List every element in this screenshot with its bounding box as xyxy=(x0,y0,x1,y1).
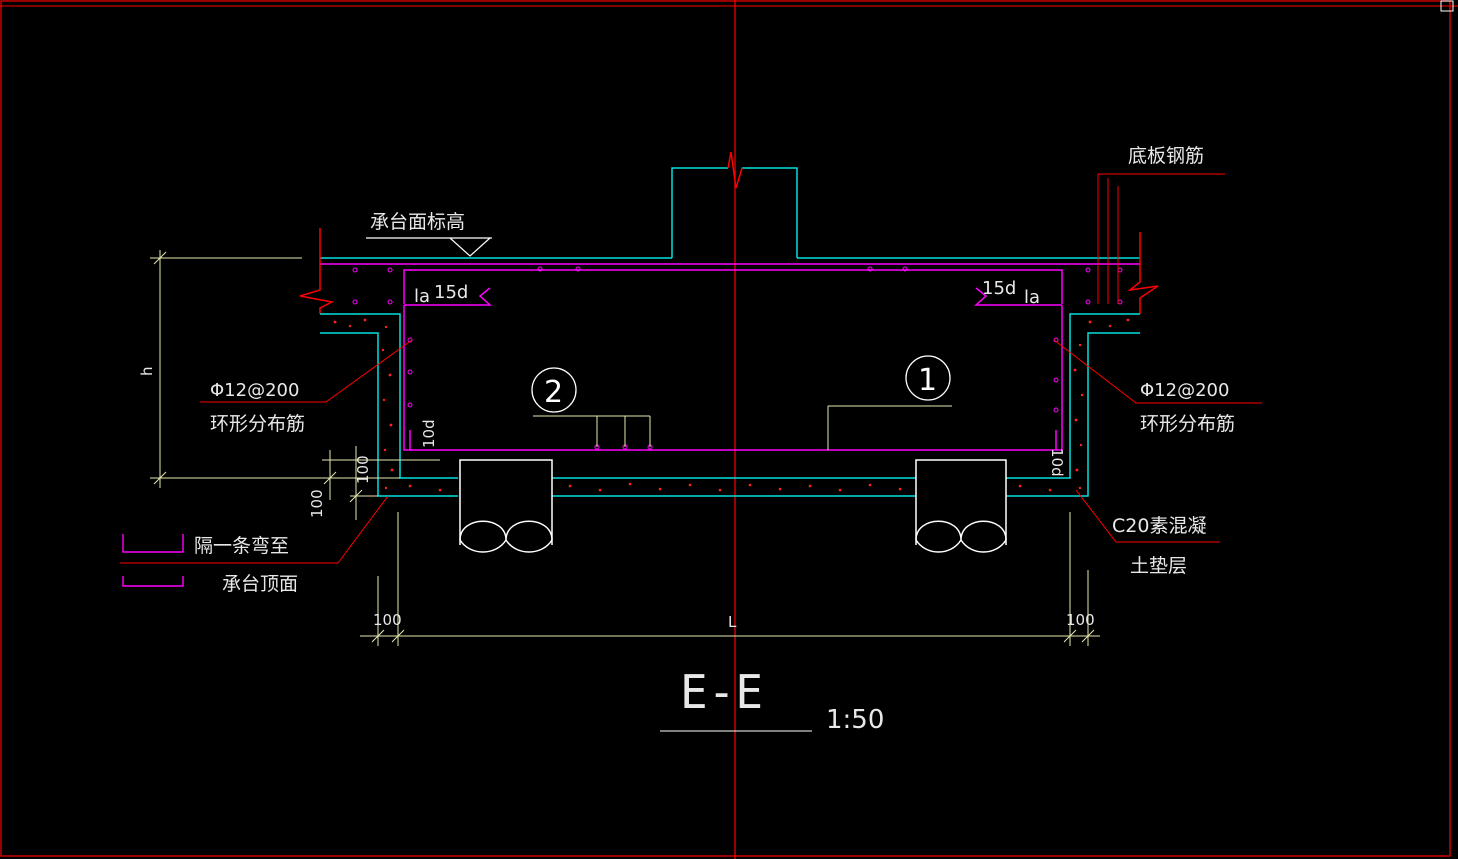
marker-circle-2 xyxy=(531,367,577,413)
marker-lines xyxy=(533,405,952,450)
label-rebar-right: Φ12@200 xyxy=(1140,380,1229,401)
elevation-marker xyxy=(366,237,492,257)
leader-lines xyxy=(120,339,1262,564)
cap-top-surface xyxy=(299,228,1159,314)
concrete-hatch xyxy=(333,318,1130,492)
marker-circle-1 xyxy=(905,355,951,401)
label-dim-100-c: 100 xyxy=(373,611,402,629)
label-legend-2: 承台顶面 xyxy=(222,573,298,595)
pile-left xyxy=(459,459,553,553)
label-la-right: la xyxy=(1024,287,1040,308)
label-rebar-left: Φ12@200 xyxy=(210,380,299,401)
label-dim-L: L xyxy=(728,613,737,631)
cap-outline xyxy=(320,313,1140,497)
label-15d-left: 15d xyxy=(434,282,468,303)
drawing-scale: 1:50 xyxy=(826,705,884,735)
label-marker-1: 1 xyxy=(918,363,937,398)
label-concrete-2: 土垫层 xyxy=(1130,555,1187,577)
label-dim-100-b: 100 xyxy=(308,489,326,518)
legend-symbols xyxy=(122,534,184,587)
label-legend-1: 隔一条弯至 xyxy=(194,535,289,557)
label-15d-right: 15d xyxy=(982,278,1016,299)
bottom-rebar-lines xyxy=(1097,173,1225,304)
drawing-title: E-E xyxy=(680,665,763,719)
label-bottom-rebar: 底板钢筋 xyxy=(1128,145,1204,167)
crosshair-box xyxy=(1440,0,1454,12)
label-dim-100-a: 100 xyxy=(354,455,372,484)
label-h: h xyxy=(138,366,156,376)
rebar-cage xyxy=(403,269,1063,451)
label-marker-2: 2 xyxy=(544,375,563,410)
label-la-left: la xyxy=(414,286,430,307)
label-top-elevation: 承台面标高 xyxy=(370,211,465,233)
label-dim-100-d: 100 xyxy=(1066,611,1095,629)
label-10d-left: 10d xyxy=(420,419,438,448)
pile-right xyxy=(915,459,1007,553)
label-dist-right: 环形分布筋 xyxy=(1140,413,1235,435)
label-dist-left: 环形分布筋 xyxy=(210,413,305,435)
dimension-lines xyxy=(150,250,1100,732)
label-10d-right: 10d xyxy=(1048,448,1066,477)
column xyxy=(671,151,798,258)
label-concrete-1: C20素混凝 xyxy=(1112,515,1206,537)
